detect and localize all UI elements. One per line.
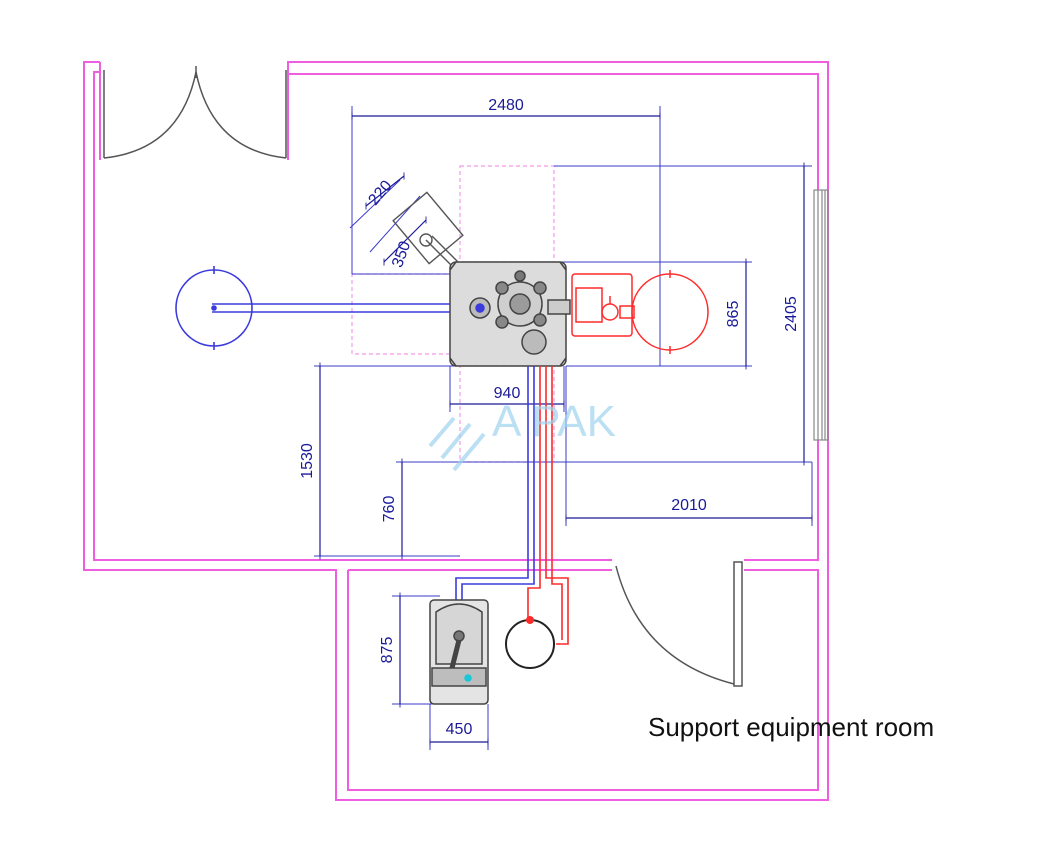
double-door: [103, 66, 287, 159]
dim-machine-height: 865: [725, 301, 742, 328]
dim-offset-left: 1530: [299, 443, 316, 479]
arm-assembly: [392, 191, 464, 267]
walls: [83, 61, 829, 801]
dim-top-width: 2480: [488, 97, 524, 114]
dim-offset-lower: 760: [381, 496, 398, 523]
dim-machine-width: 940: [494, 385, 521, 402]
dimension-lines: [319, 112, 813, 746]
red-equipment: [571, 270, 709, 354]
support-tank: [505, 616, 555, 669]
watermark-text: A PAK: [492, 397, 616, 446]
dim-height-right: 2405: [783, 296, 800, 332]
pipes: [455, 366, 569, 645]
blue-tank: [175, 266, 472, 350]
dim-unit-width: 450: [446, 721, 473, 738]
support-unit: [429, 599, 489, 705]
main-machine: [449, 261, 571, 367]
room-label: Support equipment room: [648, 712, 935, 742]
dim-offset-right: 2010: [671, 497, 707, 514]
watermark: A PAK: [428, 397, 616, 472]
support-room-door: [615, 561, 743, 687]
dim-arm-b: 350: [389, 239, 414, 270]
dim-unit-height: 875: [379, 637, 396, 664]
window: [813, 189, 829, 441]
dim-arm-a: 220: [365, 177, 395, 208]
